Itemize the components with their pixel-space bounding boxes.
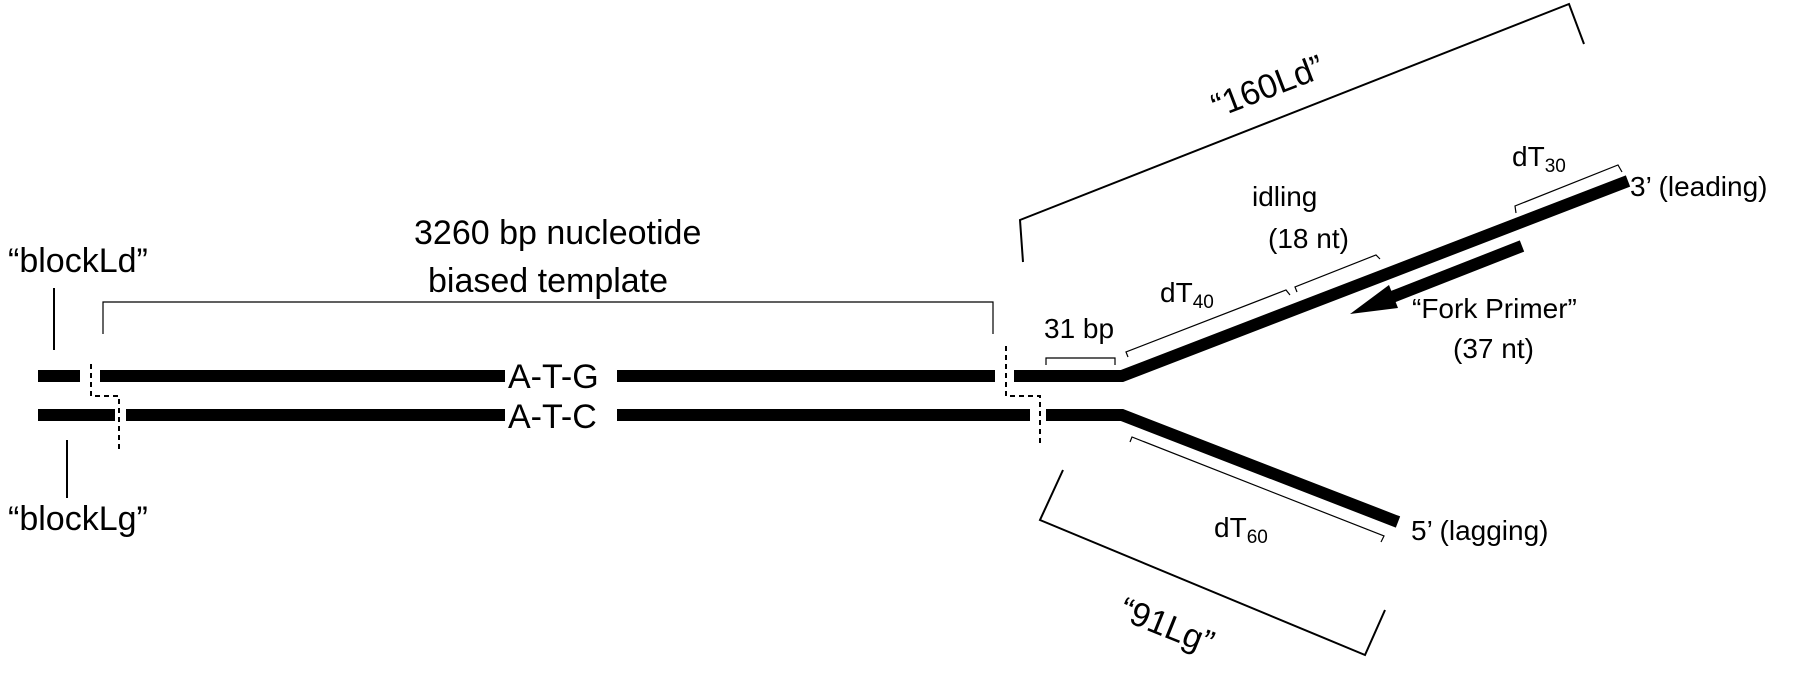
lagging-fork-strand	[1046, 409, 1401, 528]
fork-primer-label-line1: “Fork Primer”	[1412, 293, 1577, 324]
fork-primer-arrowhead	[1350, 285, 1398, 314]
template-title-line2: biased template	[428, 262, 668, 300]
template-bracket	[102, 301, 994, 334]
idling-label-line2: (18 nt)	[1268, 223, 1349, 254]
bracket-91lg	[1038, 469, 1386, 657]
dt40-label: dT40	[1160, 277, 1214, 313]
bracket-dt40	[1125, 289, 1291, 358]
oligo-160ld-label: “160Ld”	[1206, 48, 1329, 125]
fork-primer-label-line2: (37 nt)	[1453, 333, 1534, 364]
right-junction-dashed	[1005, 346, 1041, 446]
bracket-160ld	[1018, 2, 1585, 263]
left-junction-dashed	[90, 364, 120, 450]
lagging-end-label: 5’ (lagging)	[1411, 515, 1548, 546]
idling-label-line1: idling	[1252, 181, 1317, 212]
oligo-91lg-label: “91Lg”	[1114, 590, 1219, 662]
gap-31bp-label: 31 bp	[1044, 313, 1114, 344]
template-title-line1: 3260 bp nucleotide	[414, 214, 701, 252]
codon-top-label: A-T-G	[508, 358, 599, 396]
fork-primer-arrow-shaft	[1389, 240, 1525, 303]
blocklg-label: “blockLg”	[8, 500, 148, 538]
leading-fork-strand	[1014, 175, 1631, 382]
bracket-idling	[1294, 254, 1381, 293]
codon-bottom-label: A-T-C	[508, 398, 597, 436]
dt60-label: dT60	[1214, 512, 1268, 548]
dt30-label: dT30	[1512, 141, 1566, 177]
blockld-label: “blockLd”	[8, 242, 148, 280]
leading-end-label: 3’ (leading)	[1630, 171, 1767, 202]
bracket-dt30	[1514, 164, 1623, 214]
bracket-31bp	[1045, 357, 1116, 365]
bracket-dt60	[1129, 436, 1385, 543]
